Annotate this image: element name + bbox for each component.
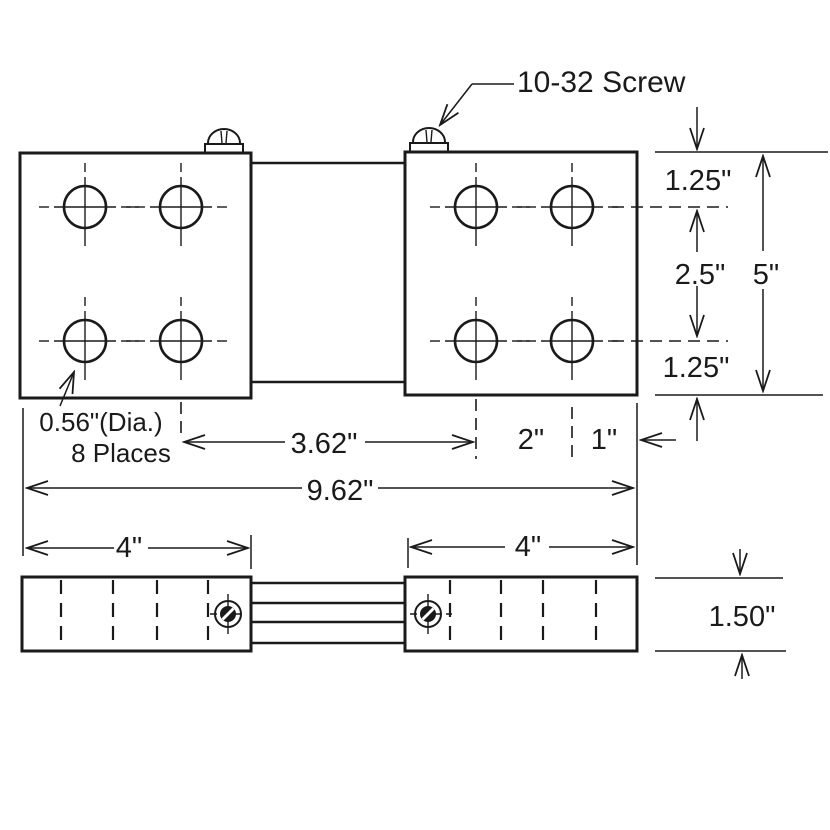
screw-slot xyxy=(430,129,433,143)
hole-circle xyxy=(453,318,499,364)
screw-slot xyxy=(421,607,435,621)
right-screw-top xyxy=(409,127,449,153)
hole-circle xyxy=(158,318,204,364)
left-terminal-block xyxy=(18,151,253,400)
screw-base xyxy=(204,143,244,154)
dim-top-offset: 1.25" xyxy=(665,165,732,197)
dim-overall-length: 9.62" xyxy=(307,475,374,507)
hole-dia-note-line1: 0.56"(Dia.) xyxy=(39,407,162,437)
screw-slot xyxy=(225,130,228,144)
screw-slot xyxy=(221,607,235,621)
hole-dia-leader-arrow xyxy=(60,372,74,407)
left-screw-side xyxy=(210,594,246,634)
hole-circle xyxy=(549,318,595,364)
screw-dome xyxy=(207,128,241,144)
dim-thickness: 1.50" xyxy=(709,601,776,633)
screw-head-outline xyxy=(414,600,442,628)
dim-right-block: 4" xyxy=(515,531,541,563)
screw-head-outline xyxy=(214,600,242,628)
right-block-side xyxy=(403,575,639,653)
hole-circle xyxy=(62,318,108,364)
screw-slot xyxy=(220,130,223,144)
dim-edge-1: 1" xyxy=(591,424,617,456)
screw-slot xyxy=(425,129,428,143)
shunt-blades xyxy=(251,581,405,645)
dim-left-block: 4" xyxy=(116,532,142,564)
dim-edge-2: 2" xyxy=(518,424,544,456)
hole-circle xyxy=(158,184,204,230)
hole-circle xyxy=(453,184,499,230)
right-terminal-block xyxy=(403,150,639,397)
mounting-hole xyxy=(135,163,227,246)
mounting-hole xyxy=(430,297,522,380)
left-block-side xyxy=(20,575,253,653)
right-screw-side xyxy=(410,594,452,634)
screw-note-label: 10-32 Screw xyxy=(517,66,686,99)
screw-leader-arrow xyxy=(440,83,473,125)
mounting-hole xyxy=(526,297,618,380)
mounting-hole xyxy=(430,163,522,246)
hole-circle xyxy=(549,184,595,230)
mounting-hole xyxy=(39,163,131,246)
mounting-hole xyxy=(526,163,618,246)
screw-dome xyxy=(412,127,446,143)
dim-row-spacing: 2.5" xyxy=(675,259,726,291)
mounting-hole xyxy=(135,297,227,380)
top-view xyxy=(18,127,728,400)
dim-overall-height: 5" xyxy=(753,259,779,291)
mounting-hole xyxy=(39,297,131,380)
hole-circle xyxy=(62,184,108,230)
hole-dia-note-line2: 8 Places xyxy=(71,438,171,468)
mounting-holes xyxy=(39,163,618,380)
dim-hole-span: 3.62" xyxy=(291,428,358,460)
hidden-hole-lines-left xyxy=(59,580,210,649)
dim-bottom-offset: 1.25" xyxy=(663,352,730,384)
screw-base xyxy=(409,142,449,153)
dimension-lines xyxy=(22,83,828,679)
text-labels: 10-32 Screw 1.25" 2.5" 5" 1.25" 0.56"(Di… xyxy=(39,66,779,633)
side-view xyxy=(20,575,639,653)
hidden-hole-lines-right xyxy=(448,580,598,649)
left-screw-top xyxy=(204,128,244,154)
